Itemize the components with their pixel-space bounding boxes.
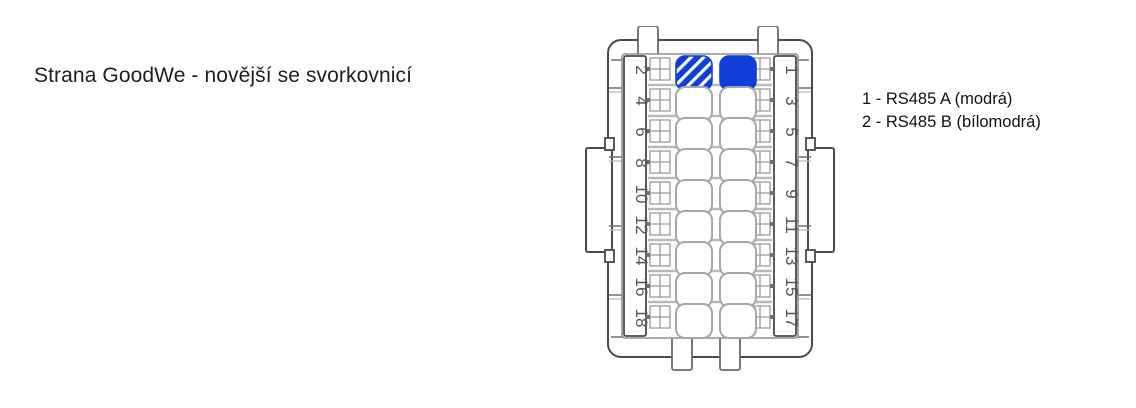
right-mounting-wing xyxy=(805,137,835,263)
pin-label-17: 17 xyxy=(782,309,801,328)
pin-label-9: 9 xyxy=(782,189,801,198)
pin-label-11: 11 xyxy=(782,216,801,234)
page-title: Strana GoodWe - novější se svorkovnicí xyxy=(34,64,413,87)
pin-socket-3[interactable] xyxy=(719,86,757,122)
pin-socket-12[interactable] xyxy=(675,210,713,246)
pin-label-7: 7 xyxy=(782,158,801,167)
pin-label-6: 6 xyxy=(632,127,651,136)
pin-socket-18[interactable] xyxy=(675,303,713,339)
pin-socket-14[interactable] xyxy=(675,241,713,277)
pin-number-strip-right xyxy=(773,55,797,337)
pin-label-1: 1 xyxy=(782,65,801,74)
pin-label-12: 12 xyxy=(632,216,651,235)
pin-socket-16[interactable] xyxy=(675,272,713,308)
pin-socket-6[interactable] xyxy=(675,117,713,153)
pin-label-13: 13 xyxy=(782,247,801,266)
pin-labels-right: 1 3 5 7 9 11 13 15 17 xyxy=(782,65,801,327)
pin-label-14: 14 xyxy=(632,247,651,266)
pin-socket-17[interactable] xyxy=(719,303,757,339)
pin-socket-13[interactable] xyxy=(719,241,757,277)
connector-diagram: 2 4 6 8 10 12 14 16 18 1 3 5 7 9 11 13 1… xyxy=(580,26,840,378)
legend-item-pin1: 1 - RS485 A (modrá) xyxy=(862,90,1013,108)
pin-label-15: 15 xyxy=(782,278,801,297)
pin-socket-10[interactable] xyxy=(675,179,713,215)
pin-socket-1[interactable] xyxy=(719,55,757,91)
pin-label-16: 16 xyxy=(632,278,651,297)
pin-socket-11[interactable] xyxy=(719,210,757,246)
pin-label-2: 2 xyxy=(632,65,651,74)
pin-socket-9[interactable] xyxy=(719,179,757,215)
left-mounting-wing xyxy=(585,137,615,263)
screw-terminals-left xyxy=(646,57,671,329)
pin-label-8: 8 xyxy=(632,158,651,167)
pin-socket-8[interactable] xyxy=(675,148,713,184)
legend-item-pin2: 2 - RS485 B (bílomodrá) xyxy=(862,113,1041,131)
pin-sockets-left-column xyxy=(675,55,713,339)
pin-socket-5[interactable] xyxy=(719,117,757,153)
pin-socket-4[interactable] xyxy=(675,86,713,122)
pin-socket-15[interactable] xyxy=(719,272,757,308)
pin-label-10: 10 xyxy=(632,185,651,204)
pin-label-18: 18 xyxy=(632,309,651,328)
pin-label-3: 3 xyxy=(782,96,801,105)
pin-label-5: 5 xyxy=(782,127,801,136)
pin-number-strip-left xyxy=(623,55,647,337)
pin-sockets-right-column xyxy=(719,55,757,339)
pin-labels-left: 2 4 6 8 10 12 14 16 18 xyxy=(632,65,651,327)
legend: 1 - RS485 A (modrá) 2 - RS485 B (bílomod… xyxy=(862,88,1041,134)
pin-label-4: 4 xyxy=(632,96,651,105)
pin-socket-7[interactable] xyxy=(719,148,757,184)
pin-socket-2[interactable] xyxy=(675,55,713,91)
